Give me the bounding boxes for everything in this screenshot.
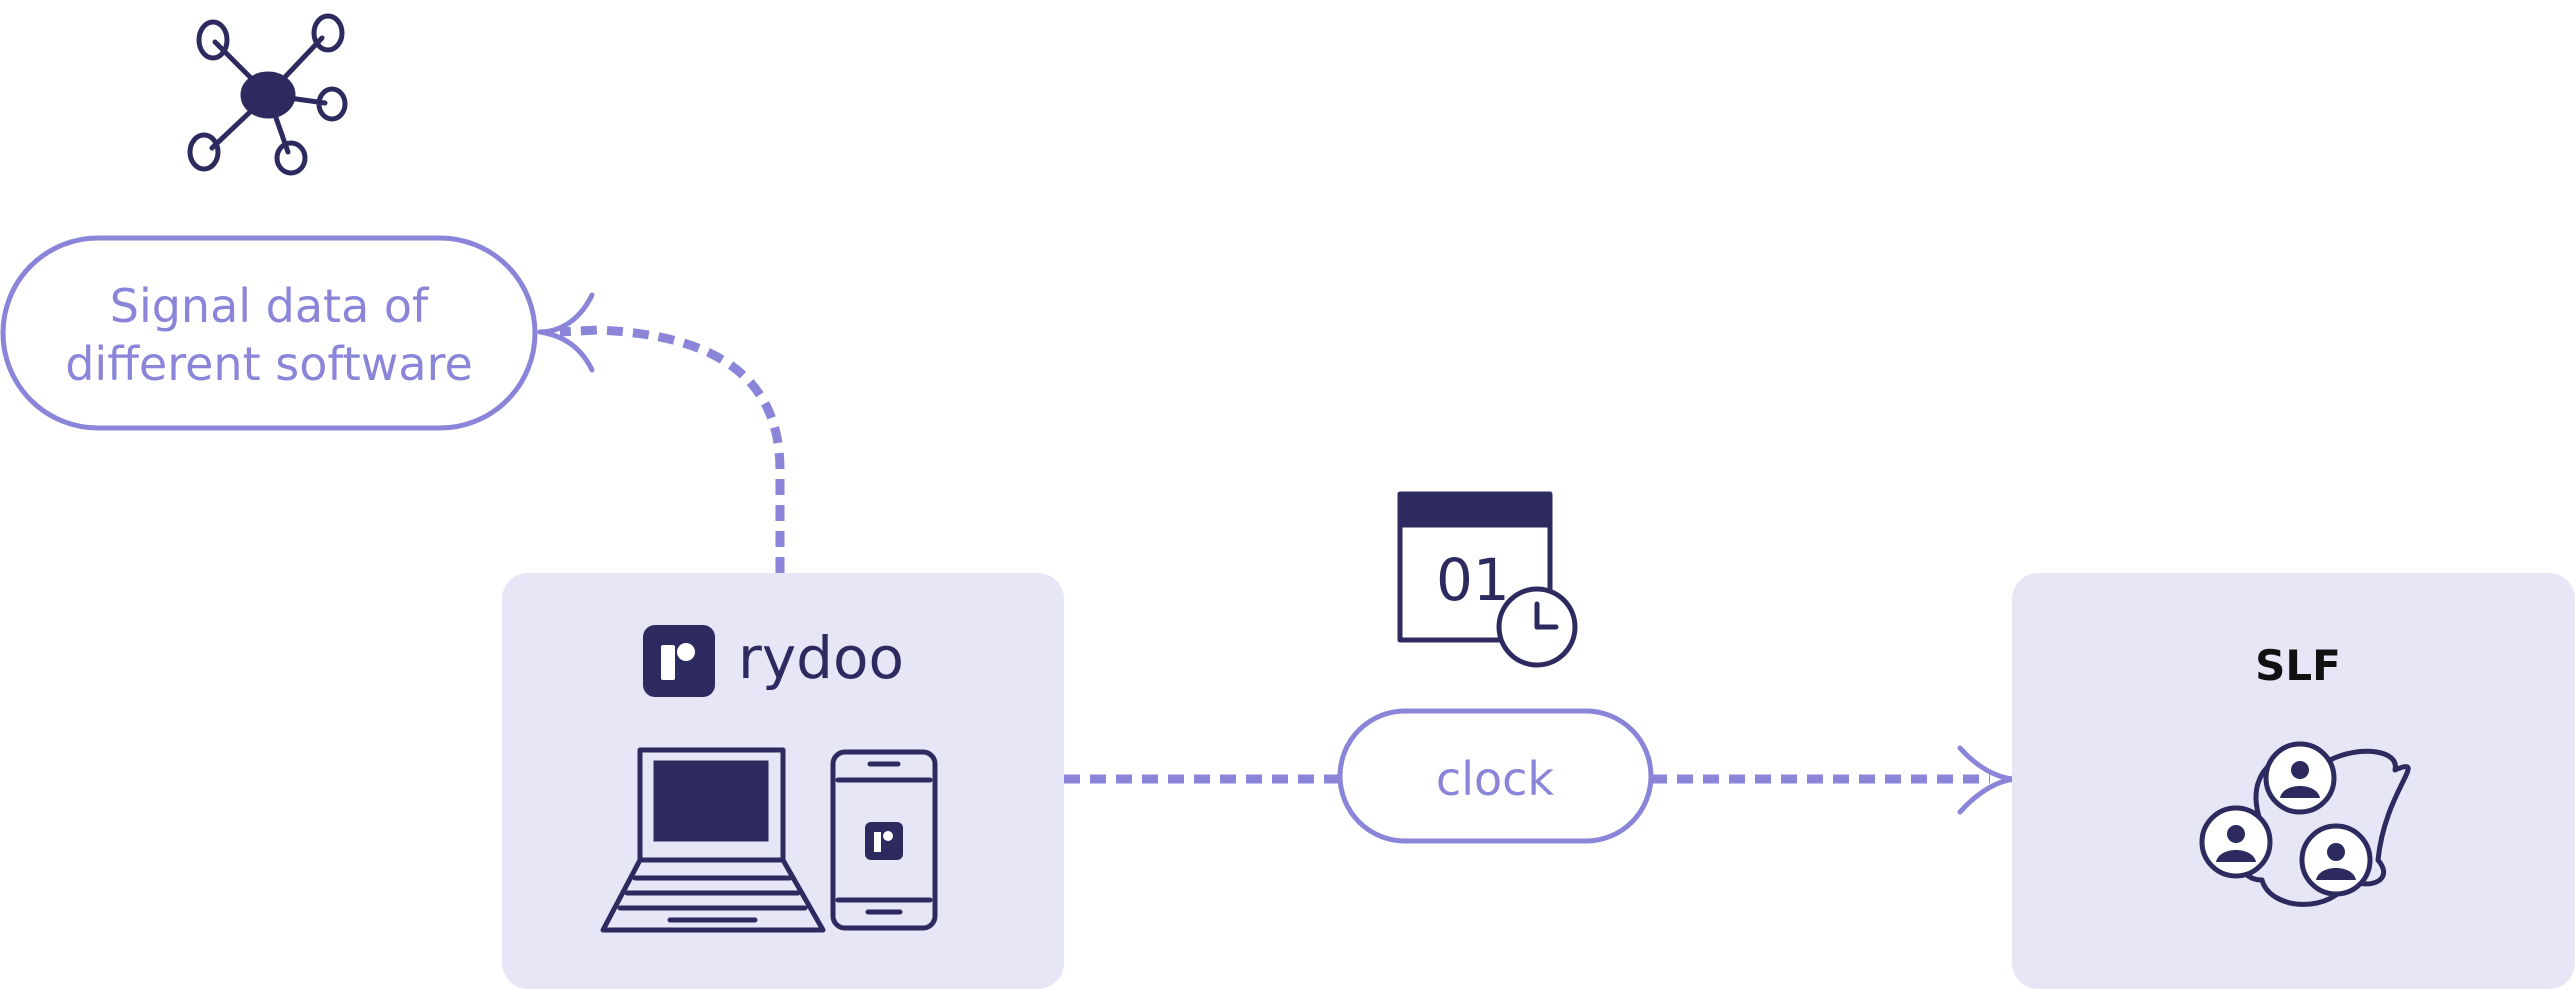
clock-label: clock	[1436, 752, 1555, 806]
signal-label-line1: Signal data of	[110, 279, 430, 333]
slf-label: SLF	[2255, 641, 2341, 690]
rydoo-brand: rydoo	[738, 624, 904, 692]
calendar-day-glyph: 01	[1436, 546, 1510, 614]
calendar-clock-icon: 01	[1397, 491, 1578, 668]
rydoo-to-signal-connector	[559, 325, 785, 573]
people-group-icon	[2199, 741, 2411, 907]
slf-node: SLF	[2012, 573, 2575, 989]
clock-node: clock	[1337, 708, 1654, 844]
rydoo-logo-icon	[643, 625, 715, 697]
rydoo-node: rydoo	[502, 573, 1064, 989]
signal-label-line2: different software	[65, 337, 473, 391]
network-icon	[187, 13, 348, 176]
signal-node: Signal data of different software	[0, 235, 538, 431]
slf-arrowhead	[1957, 745, 2018, 815]
signal-arrowhead	[537, 292, 595, 373]
laptop-and-phone-icon	[600, 747, 938, 933]
